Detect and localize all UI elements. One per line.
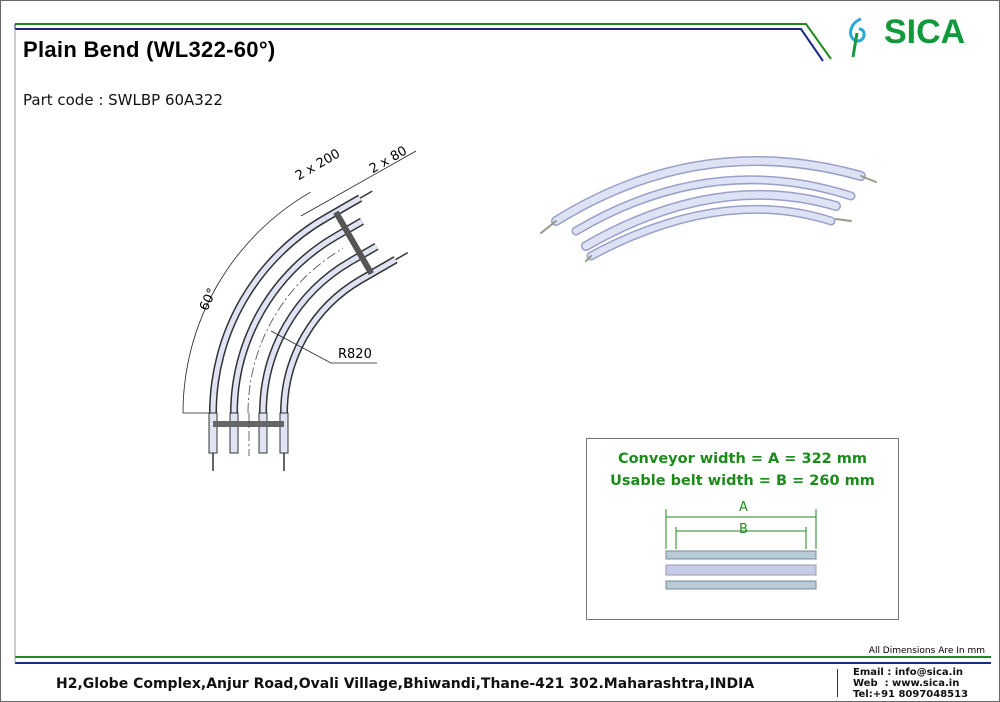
radius-leader <box>270 330 377 364</box>
conveyor-width-text: Conveyor width = A = 322 mm <box>617 451 868 467</box>
width-info-box: Conveyor width = A = 322 mm Usable belt … <box>586 438 899 620</box>
rail-leg <box>258 412 268 454</box>
rail-arc <box>247 248 344 414</box>
rail-arc <box>281 277 363 414</box>
part-code: Part code : SWLBP 60A322 <box>23 91 223 109</box>
cross-bar <box>333 210 374 276</box>
rail-leg <box>279 412 289 454</box>
telephone: Tel:+91 8097048513 <box>853 689 969 700</box>
label-a: A <box>739 500 748 515</box>
usable-belt-width-text: Usable belt width = B = 260 mm <box>610 473 875 489</box>
rail-leg <box>229 412 239 454</box>
company-address: H2,Globe Complex,Anjur Road,Ovali Villag… <box>56 676 755 692</box>
label-b: B <box>739 522 748 537</box>
rail-arc <box>231 234 338 414</box>
rail-leg <box>208 412 218 454</box>
sica-logo: SICA <box>884 13 966 51</box>
rail-arc <box>210 215 327 414</box>
sica-logo-icon <box>849 17 866 58</box>
dim-radius: R820 <box>338 347 372 362</box>
cross-section-diagram <box>665 509 817 590</box>
rail-arc <box>260 259 352 414</box>
contact-info: Email : info@sica.in Web : www.sica.in T… <box>853 667 968 700</box>
bend-drawing <box>182 150 417 471</box>
bend-3d-view <box>540 156 877 262</box>
angle-dim-arc <box>182 191 311 414</box>
page-title: Plain Bend (WL322-60°) <box>23 37 276 62</box>
email: Email : info@sica.in <box>853 667 963 678</box>
website: Web : www.sica.in <box>853 678 960 689</box>
cross-bar <box>213 421 284 427</box>
dimensions-note: All Dimensions Are In mm <box>868 646 985 656</box>
footer-divider <box>837 669 838 697</box>
pitch-dim-line <box>300 150 417 217</box>
